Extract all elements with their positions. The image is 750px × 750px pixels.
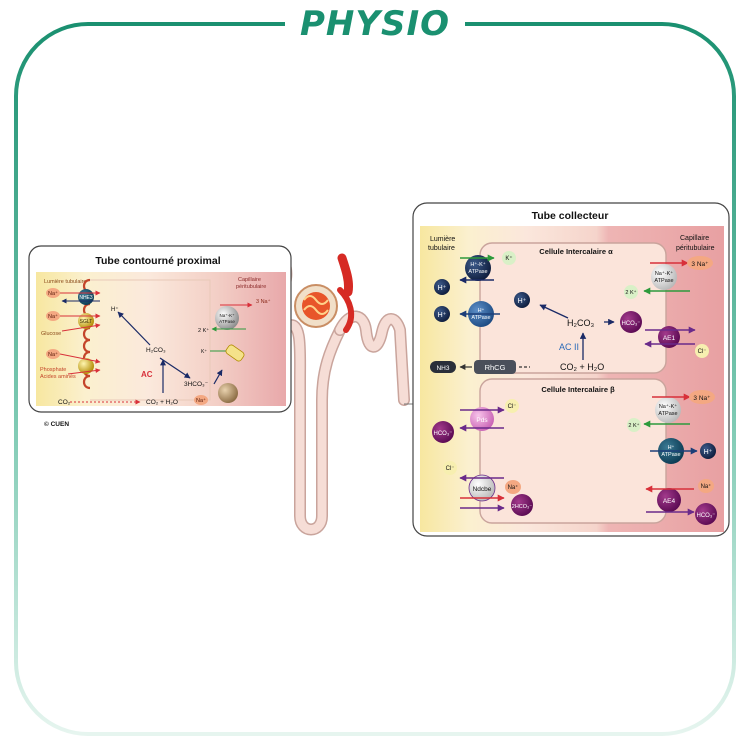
nephron-illustration — [245, 248, 414, 536]
hk-atpase-label-2: ATPase — [468, 269, 487, 275]
sglt-label: SGLT — [80, 319, 93, 325]
three-na-beta: 3 Na⁺ — [693, 395, 711, 402]
hco3-beta-1: HCO₃⁻ — [434, 431, 453, 437]
nak-atpase-beta-label-2: ATPase — [658, 411, 677, 417]
co2-h2o-proximal: CO₂ + H₂O — [146, 399, 178, 406]
h-plus-alpha-1: H⁺ — [438, 285, 447, 292]
brand-title: PHYSIO — [285, 2, 465, 46]
ac2-label: AC II — [559, 342, 579, 352]
na-beta-1: Na⁺ — [508, 484, 519, 491]
h-atpase-beta-label-2: ATPase — [661, 452, 680, 458]
three-na-proximal: 3 Na⁺ — [256, 298, 271, 305]
collector-capillary-label-2: péritubulaire — [676, 245, 715, 252]
cl-beta-1: Cl⁻ — [508, 404, 517, 410]
k-plus-proximal: K⁺ — [201, 349, 207, 355]
hco3-alpha: HCO₃⁻ — [622, 321, 641, 327]
ae4-label: AE4 — [663, 498, 676, 505]
h-plus-proximal: H⁺ — [111, 306, 119, 313]
two-k-beta: 2 K⁺ — [628, 422, 639, 429]
three-na-alpha: 3 Na⁺ — [691, 261, 709, 268]
three-hco3: 3HCO₃⁻ — [184, 381, 209, 388]
na-bottom-proximal: Na⁺ — [196, 397, 206, 404]
h-atpase-alpha-label-2: ATPase — [471, 315, 490, 321]
collector-capillary-label-1: Capillaire — [680, 235, 709, 242]
ae1-exchanger — [658, 326, 680, 348]
k-plus-alpha: K⁺ — [505, 255, 512, 262]
na-lumen-2: Na⁺ — [48, 313, 58, 320]
co2-h2o-alpha: CO₂ + H₂O — [560, 362, 604, 372]
na-lumen-1: Na⁺ — [48, 290, 58, 297]
nhe3-label: NHE3 — [79, 295, 93, 301]
credit: © CUEN — [44, 420, 69, 428]
two-k-proximal: 2 K⁺ — [198, 327, 209, 334]
h-atpase-alpha-label-1: H⁺ — [478, 307, 485, 314]
two-k-alpha: 2 K⁺ — [625, 289, 636, 296]
h-plus-beta: H⁺ — [704, 449, 713, 456]
proximal-cotransporter-ball — [218, 383, 238, 403]
ndcbe-exchanger — [468, 474, 496, 502]
proximal-nak-atpase — [215, 306, 239, 330]
h-atpase-beta-label-1: H⁺ — [668, 444, 675, 451]
nak-atpase-alpha — [651, 264, 677, 290]
pds-exchanger — [470, 407, 494, 431]
hk-atpase-label-1: H⁺-K⁺ — [470, 261, 485, 268]
proximal-lumen-label: Lumière tubulaire — [44, 279, 87, 285]
collector-lumen-label-1: Lumière — [430, 236, 455, 243]
ac-label: AC — [141, 370, 153, 379]
collector-lumen-label-2: tubulaire — [428, 245, 455, 252]
proximal-capillary-label-2: péritubulaire — [236, 284, 266, 290]
phosphate-transporter — [78, 358, 94, 374]
proximal-pump-label-2: ATPase — [219, 319, 235, 324]
proximal-title: Tube contourné proximal — [95, 255, 220, 267]
na-lumen-3: Na⁺ — [48, 351, 58, 358]
h2co3-alpha: H₂CO₃ — [567, 318, 594, 328]
nh3-label: NH3 — [436, 365, 449, 372]
sglt-transporter — [78, 313, 94, 329]
beta-cell-title: Cellule Intercalaire β — [541, 385, 615, 394]
na-beta-2: Na⁺ — [701, 483, 712, 490]
proximal-capillary-label-1: Capillaire — [238, 277, 261, 283]
rhcg-label: RhCG — [485, 363, 506, 372]
ndcbe-label: Ndcbe — [473, 486, 492, 493]
hk-atpase-pump — [465, 255, 491, 281]
rhcg-channel — [474, 360, 516, 374]
proximal-cotransporter-tube — [225, 344, 245, 362]
h2co3-proximal: H₂CO₃ — [146, 347, 166, 354]
proximal-pump-label-1: Na⁺-K⁺ — [219, 313, 235, 318]
ae1-label: AE1 — [663, 335, 676, 342]
amino-acids-label: Acides aminés — [40, 374, 76, 380]
hco3-beta-2: HCO₃⁻ — [697, 513, 716, 519]
h-plus-alpha-3: H⁺ — [518, 298, 527, 305]
collecting-duct-panel: Tube collecteur Lumière tubulaire Capill… — [412, 202, 730, 537]
two-hco3-beta: 2HCO₃⁻ — [512, 504, 533, 510]
nak-atpase-alpha-label-1: Na⁺-K⁺ — [655, 270, 673, 277]
pds-label: Pds — [476, 417, 488, 424]
co2-lumen: CO₂ — [58, 399, 71, 406]
h-plus-alpha-2: H⁺ — [438, 312, 447, 319]
collector-title: Tube collecteur — [532, 210, 609, 222]
cl-beta-2: Cl⁻ — [446, 466, 455, 472]
proximal-tubule-panel: Tube contourné proximal Lumière tubulair… — [28, 245, 292, 413]
nak-atpase-beta — [655, 397, 681, 423]
nak-atpase-beta-label-1: Na⁺-K⁺ — [659, 403, 677, 410]
nak-atpase-alpha-label-2: ATPase — [654, 278, 673, 284]
alpha-cell-title: Cellule Intercalaire α — [539, 247, 613, 256]
glucose-label: Glucose — [41, 331, 61, 337]
cl-alpha: Cl⁻ — [698, 349, 707, 355]
phosphate-label: Phosphate — [40, 367, 66, 373]
ae4-exchanger — [657, 488, 681, 512]
